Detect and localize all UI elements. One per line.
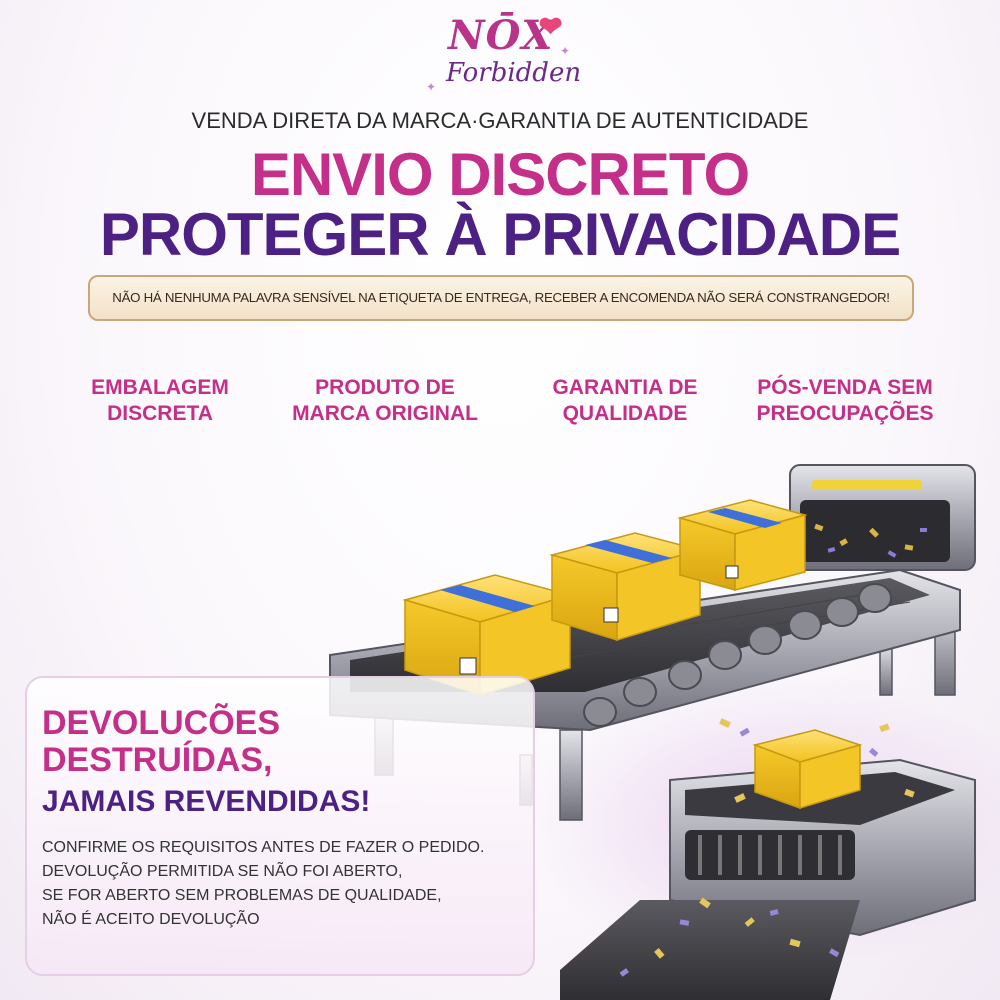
sparkle-icon: ✦	[560, 44, 571, 58]
feature-line: GARANTIA DE	[552, 376, 698, 399]
feature-line: MARCA ORIGINAL	[292, 402, 478, 425]
entry-machine	[789, 464, 976, 571]
feature-line: QUALIDADE	[562, 402, 688, 425]
returns-heading-line2: DESTRUÍDAS,	[42, 741, 273, 779]
feature-quality-guarantee: GARANTIA DE QUALIDADE	[525, 375, 725, 427]
feature-line: PREOCUPAÇÕES	[756, 402, 934, 425]
feature-original-product: PRODUTO DE MARCA ORIGINAL	[270, 375, 500, 427]
package-box	[677, 499, 808, 591]
tagline: VENDA DIRETA DA MARCA·GARANTIA DE AUTENT…	[191, 108, 809, 133]
returns-heading-line1: DEVOLUCÕES	[42, 704, 281, 742]
feature-discreet-packaging: EMBALAGEM DISCRETA	[70, 375, 250, 427]
headline-primary: ENVIO DISCRETO	[250, 141, 750, 208]
ribbon-text: NÃO HÁ NENHUMA PALAVRA SENSÍVEL NA ETIQU…	[112, 290, 890, 305]
shredded-box	[752, 729, 863, 810]
conveyor-rollers	[583, 583, 892, 727]
shredder-bin	[669, 729, 976, 937]
feature-after-sales: PÓS-VENDA SEM PREOCUPAÇÕES	[745, 375, 945, 427]
notice-ribbon: NÃO HÁ NENHUMA PALAVRA SENSÍVEL NA ETIQU…	[88, 275, 914, 321]
logo-wordmark-forbidden: Forbidden	[446, 58, 582, 88]
ribbon-background	[88, 275, 914, 321]
logo-wordmark-nox: NŌX	[448, 12, 554, 59]
feature-line: PÓS-VENDA SEM	[757, 376, 933, 399]
heart-icon: ❤	[538, 11, 564, 44]
feature-line: DISCRETA	[107, 402, 213, 425]
returns-note: NÃO É ACEITO DEVOLUÇÃO	[42, 911, 260, 928]
returns-heading-line3: JAMAIS REVENDIDAS!	[42, 785, 371, 818]
sparkle-icon: ✦	[426, 80, 437, 94]
returns-note: SE FOR ABERTO SEM PROBLEMAS DE QUALIDADE…	[42, 887, 442, 904]
feature-line: EMBALAGEM	[91, 376, 229, 399]
brand-logo: NŌX ❤ ✦ ✦ Forbidden	[420, 10, 590, 100]
returns-note: CONFIRME OS REQUISITOS ANTES DE FAZER O …	[42, 839, 485, 856]
package-box	[402, 574, 573, 697]
output-belt	[560, 900, 860, 1000]
headline-secondary: PROTEGER À PRIVACIDADE	[99, 201, 901, 268]
returns-panel	[25, 676, 535, 976]
feature-line: PRODUTO DE	[315, 376, 455, 399]
confetti	[619, 718, 915, 977]
returns-note: DEVOLUÇÃO PERMITIDA SE NÃO FOI ABERTO,	[42, 863, 403, 880]
